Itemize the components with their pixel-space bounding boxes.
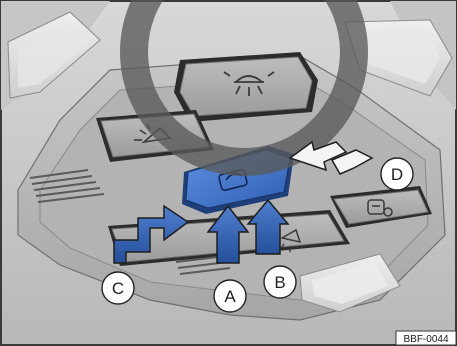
callout-b-label: B [274, 273, 285, 292]
callout-a-label: A [224, 287, 236, 306]
callout-c-label: C [112, 279, 124, 298]
reference-code: BBF-0044 [403, 334, 448, 345]
callout-d-label: D [391, 165, 403, 184]
callout-b: B [264, 266, 296, 298]
callout-d: D [381, 158, 413, 190]
reference-code-box: BBF-0044 [396, 331, 456, 345]
callout-a: A [214, 280, 246, 312]
callout-c: C [102, 272, 134, 304]
